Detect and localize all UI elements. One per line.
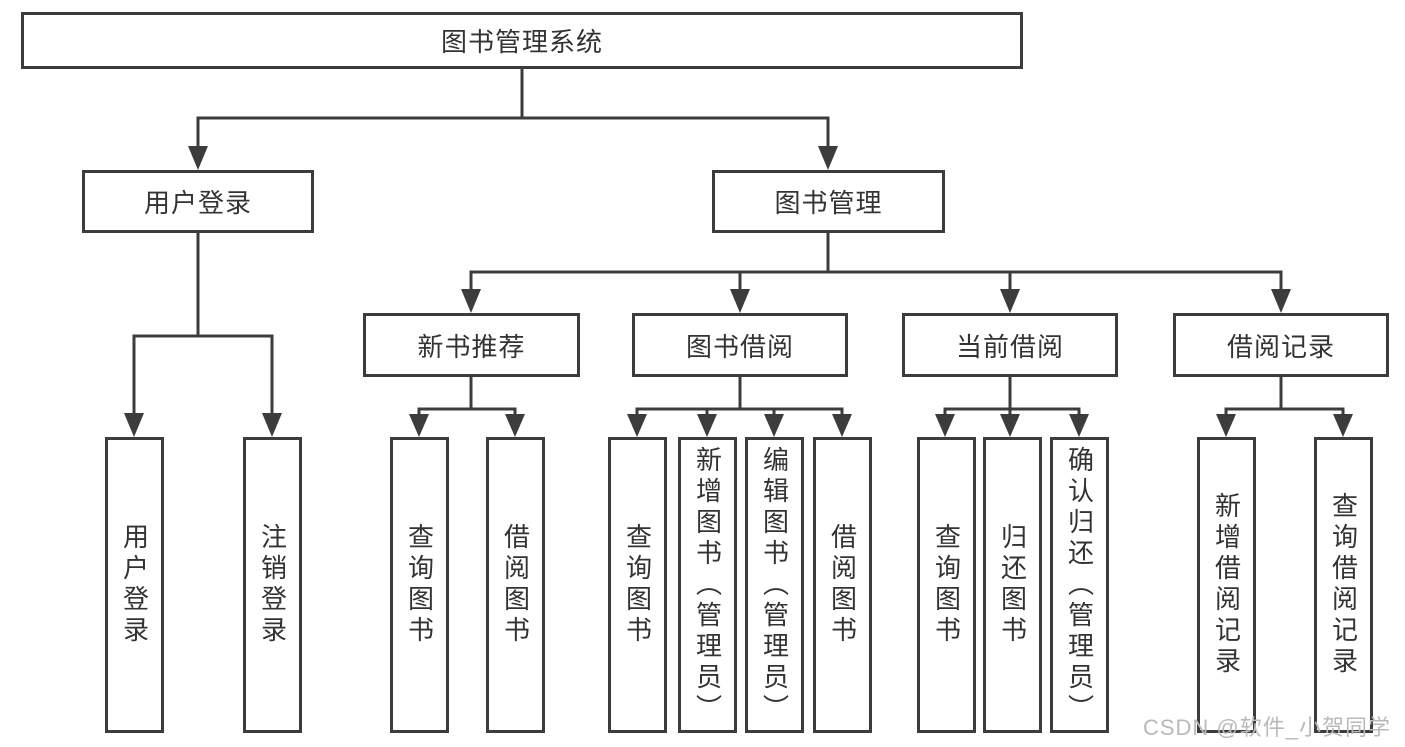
node-library-management-system: 图书管理系统: [21, 12, 1023, 69]
node-new-book-recommend: 新书推荐: [363, 313, 580, 377]
leaf-query-borrow-record: 查询借阅记录: [1314, 437, 1373, 733]
leaf-borrow-book: 借阅图书: [813, 437, 872, 733]
leaf-user-login: 用户登录: [105, 437, 164, 733]
leaf-label: 查询图书: [622, 523, 653, 647]
node-label: 图书管理: [774, 188, 883, 218]
leaf-logout-login: 注销登录: [243, 437, 302, 733]
node-current-borrow: 当前借阅: [902, 313, 1118, 377]
node-user-login: 用户登录: [82, 170, 314, 233]
leaf-confirm-return-admin: 确认归还（管理员）: [1050, 437, 1109, 733]
leaf-label: 新增借阅记录: [1211, 492, 1242, 678]
leaf-label: 用户登录: [119, 523, 150, 647]
leaf-label: 查询图书: [404, 523, 435, 647]
leaf-add-borrow-record: 新增借阅记录: [1197, 437, 1256, 733]
leaf-label: 借阅图书: [827, 523, 858, 647]
leaf-label: 查询图书: [931, 523, 962, 647]
leaf-label: 确认归还（管理员）: [1064, 445, 1095, 725]
node-borrow-records: 借阅记录: [1173, 313, 1389, 377]
leaf-borrow-book-recommend: 借阅图书: [486, 437, 545, 733]
node-book-borrow: 图书借阅: [632, 313, 848, 377]
leaf-edit-book-admin: 编辑图书（管理员）: [745, 437, 804, 733]
leaf-add-book-admin: 新增图书（管理员）: [678, 437, 737, 733]
leaf-query-book-borrow: 查询图书: [608, 437, 667, 733]
leaf-label: 编辑图书（管理员）: [759, 445, 790, 725]
node-label: 新书推荐: [417, 331, 526, 362]
leaf-label: 借阅图书: [500, 523, 531, 647]
node-label: 借阅记录: [1226, 331, 1335, 362]
watermark: CSDN @软件_小贺同学: [1142, 715, 1391, 740]
node-book-management: 图书管理: [712, 170, 945, 233]
node-label: 图书借阅: [685, 331, 794, 362]
node-label: 当前借阅: [955, 331, 1064, 362]
leaf-label: 查询借阅记录: [1328, 492, 1359, 678]
leaf-query-book-recommend: 查询图书: [390, 437, 449, 733]
leaf-label: 注销登录: [257, 523, 288, 647]
leaf-query-book-current: 查询图书: [917, 437, 976, 733]
leaf-label: 新增图书（管理员）: [692, 445, 723, 725]
leaf-return-book: 归还图书: [983, 437, 1042, 733]
leaf-label: 归还图书: [997, 523, 1028, 647]
node-label: 图书管理系统: [440, 27, 603, 57]
node-label: 用户登录: [143, 188, 252, 218]
